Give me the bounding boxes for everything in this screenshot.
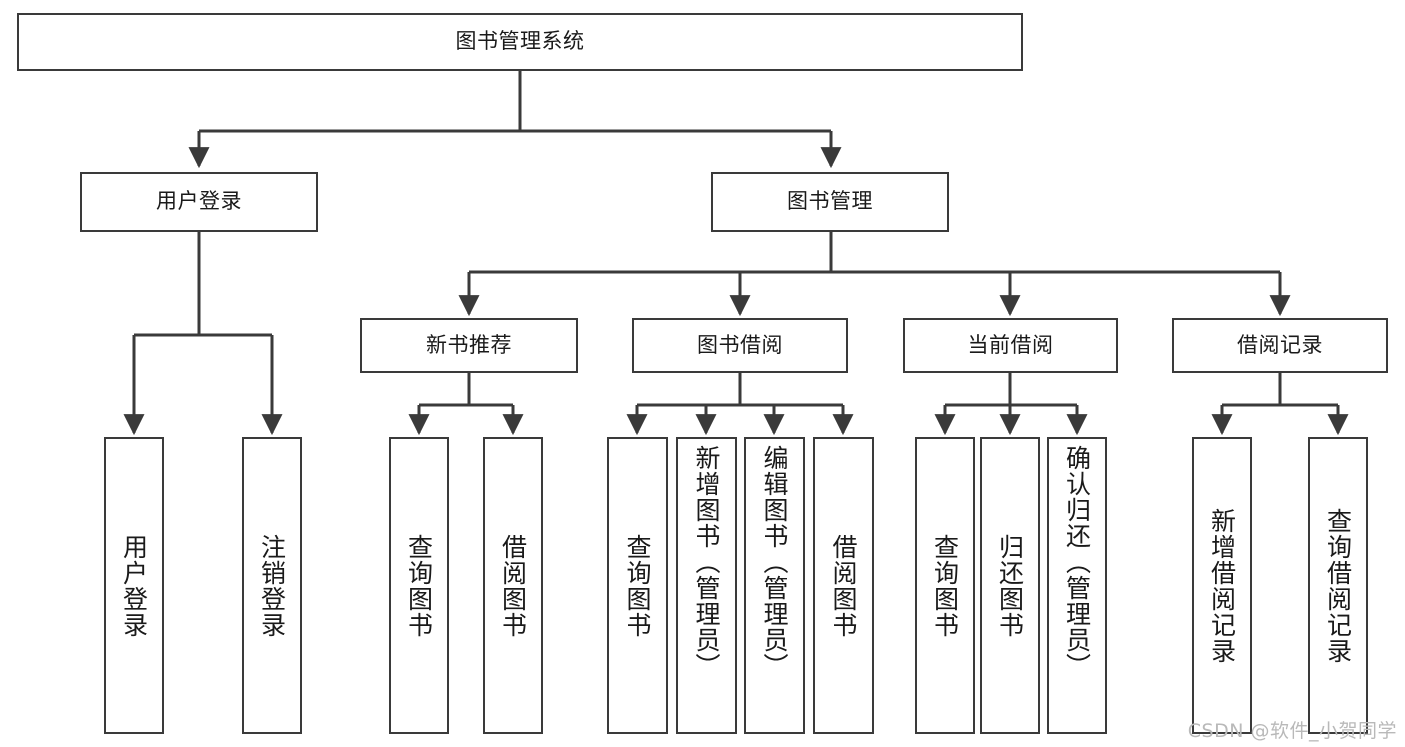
- leaf-borrow-add-book-admin-label: 新增图书（管理员）: [692, 445, 721, 679]
- leaf-current-query-books-label: 查询图书: [930, 533, 960, 638]
- node-root-system-label: 图书管理系统: [455, 29, 585, 54]
- leaf-recommend-borrow-books[interactable]: 借阅图书: [483, 437, 543, 734]
- node-book-borrow-label: 图书借阅: [697, 332, 783, 357]
- node-borrow-records[interactable]: 借阅记录: [1172, 318, 1388, 373]
- leaf-borrow-borrow-books-label: 借阅图书: [829, 533, 858, 638]
- leaf-borrow-query-books-label: 查询图书: [623, 533, 652, 638]
- leaf-user-login-signin-label: 用户登录: [119, 533, 149, 638]
- leaf-records-query-record[interactable]: 查询借阅记录: [1308, 437, 1368, 734]
- node-root-system[interactable]: 图书管理系统: [17, 13, 1023, 71]
- leaf-current-query-books[interactable]: 查询图书: [915, 437, 975, 734]
- node-new-book-recommend[interactable]: 新书推荐: [360, 318, 578, 373]
- csdn-watermark: CSDN @软件_小贺同学: [1187, 720, 1397, 742]
- node-book-management-label: 图书管理: [787, 189, 873, 214]
- leaf-user-login-logout-label: 注销登录: [257, 533, 287, 638]
- leaf-recommend-query-books[interactable]: 查询图书: [389, 437, 449, 734]
- leaf-records-query-record-label: 查询借阅记录: [1323, 507, 1353, 664]
- leaf-current-return-books-label: 归还图书: [995, 533, 1025, 638]
- node-book-management[interactable]: 图书管理: [711, 172, 949, 232]
- node-book-borrow[interactable]: 图书借阅: [632, 318, 848, 373]
- leaf-borrow-borrow-books[interactable]: 借阅图书: [813, 437, 874, 734]
- leaf-records-add-record[interactable]: 新增借阅记录: [1192, 437, 1252, 734]
- leaf-user-login-signin[interactable]: 用户登录: [104, 437, 164, 734]
- leaf-records-add-record-label: 新增借阅记录: [1207, 507, 1237, 664]
- leaf-current-confirm-return-admin-label: 确认归还（管理员）: [1062, 445, 1092, 679]
- leaf-borrow-edit-book-admin-label: 编辑图书（管理员）: [760, 445, 789, 679]
- leaf-borrow-add-book-admin[interactable]: 新增图书（管理员）: [676, 437, 737, 734]
- leaf-borrow-edit-book-admin[interactable]: 编辑图书（管理员）: [744, 437, 805, 734]
- leaf-borrow-query-books[interactable]: 查询图书: [607, 437, 668, 734]
- node-new-book-recommend-label: 新书推荐: [426, 332, 512, 357]
- leaf-current-confirm-return-admin[interactable]: 确认归还（管理员）: [1047, 437, 1107, 734]
- node-current-borrow-label: 当前借阅: [967, 332, 1054, 357]
- leaf-current-return-books[interactable]: 归还图书: [980, 437, 1040, 734]
- leaf-recommend-borrow-books-label: 借阅图书: [498, 533, 528, 638]
- leaf-user-login-logout[interactable]: 注销登录: [242, 437, 302, 734]
- node-user-login[interactable]: 用户登录: [80, 172, 318, 232]
- leaf-recommend-query-books-label: 查询图书: [404, 533, 434, 638]
- node-current-borrow[interactable]: 当前借阅: [903, 318, 1118, 373]
- node-borrow-records-label: 借阅记录: [1237, 332, 1323, 357]
- node-user-login-label: 用户登录: [156, 189, 242, 214]
